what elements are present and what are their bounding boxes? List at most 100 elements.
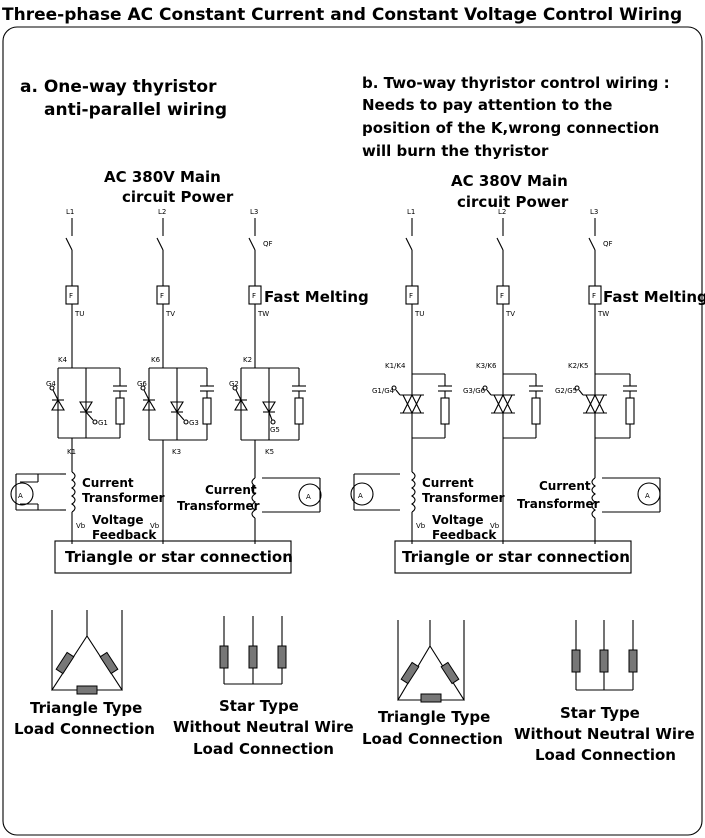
resistor <box>277 645 287 669</box>
star-load-label-2: Without Neutral Wire <box>173 718 354 736</box>
panel-b: b. Two-way thyristor control wiring : Ne… <box>350 74 705 574</box>
panel-b-power-label: AC 380V Main <box>451 172 568 190</box>
panel-a-heading: a. One-way thyristor <box>20 77 217 97</box>
outer-border <box>2 26 703 836</box>
star-load-label-2: Without Neutral Wire <box>514 725 695 743</box>
panel-a-heading-2: anti-parallel wiring <box>44 100 227 120</box>
current-transformer-label-2: Transformer <box>82 491 165 505</box>
resistor <box>571 649 581 673</box>
resistor <box>400 661 420 685</box>
phase-label: L1 <box>66 208 74 216</box>
gate-label: G2 <box>229 380 239 388</box>
switch-label: QF <box>263 240 273 248</box>
gate-label: G1/G4 <box>372 387 395 395</box>
gate-label: G6 <box>137 380 147 388</box>
star-load-b: Star Type Without Neutral Wire Load Conn… <box>514 620 695 764</box>
panel-a-phase-3: L3 QF F TW K2 G2 <box>229 208 322 544</box>
thyristor-right <box>262 401 276 414</box>
current-transformer-label: Current <box>82 476 134 490</box>
top-k-label: K2/K5 <box>568 362 588 370</box>
panel-b-phase-2: L2 F TV K3/K6 G3/G6 Vb <box>463 208 543 544</box>
top-k-label: K3/K6 <box>476 362 497 370</box>
triangle-load-label-2: Load Connection <box>362 730 503 748</box>
panel-b-heading-2: Needs to pay attention to the <box>362 96 612 114</box>
connection-box <box>394 540 632 574</box>
phase-label: L2 <box>498 208 506 216</box>
fuse-label: F <box>592 292 596 300</box>
fuse-label: F <box>500 292 504 300</box>
fuse-label: F <box>69 292 73 300</box>
panel-b-phase-3: L3 QF F TW K2/K5 G2/G5 <box>555 208 661 544</box>
fuse-output-label: TU <box>414 310 424 318</box>
panel-b-heading-4: will burn the thyristor <box>362 142 549 160</box>
bottom-k-label: K5 <box>265 448 274 456</box>
resistor <box>99 651 119 675</box>
panel-a-power-label: AC 380V Main <box>104 168 221 186</box>
panel-a: a. One-way thyristor anti-parallel wirin… <box>10 77 369 574</box>
panel-a-power-label-2: circuit Power <box>122 188 234 206</box>
panel-b-phase-1: L1 F TU K1/K4 G1/G4 <box>350 208 452 544</box>
top-k-label: K4 <box>58 356 68 364</box>
triangle-load-label-2: Load Connection <box>14 720 155 738</box>
fuse-output-label: TW <box>257 310 269 318</box>
resistor <box>628 649 638 673</box>
ammeter-label: A <box>645 492 650 500</box>
bottom-k-label: K1 <box>67 448 76 456</box>
resistor <box>440 661 460 685</box>
current-transformer-label-2: Transformer <box>422 491 505 505</box>
thyristor-right <box>170 401 184 414</box>
gate-label: G4 <box>46 380 56 388</box>
thyristor-left <box>51 398 65 411</box>
triangle-load-a: Triangle Type Load Connection <box>14 610 155 738</box>
panel-b-fast-melting-label: Fast Melting <box>603 288 705 306</box>
gate-label: G3/G6 <box>463 387 486 395</box>
fuse-output-label: TV <box>505 310 515 318</box>
current-transformer-label-2: Transformer <box>517 497 600 511</box>
current-transformer-coil <box>71 471 76 513</box>
star-load-label: Star Type <box>560 704 640 722</box>
page-title: Three-phase AC Constant Current and Cons… <box>2 5 682 25</box>
current-transformer-coil <box>411 471 416 513</box>
connection-box <box>54 540 292 574</box>
star-load-label-3: Load Connection <box>535 746 676 764</box>
voltage-feedback-label-2: Feedback <box>92 528 157 542</box>
fuse-output-label: TV <box>165 310 175 318</box>
current-transformer-label: Current <box>422 476 474 490</box>
thyristor-left <box>234 398 248 411</box>
fuse-label: F <box>252 292 256 300</box>
vb-label: Vb <box>76 522 86 530</box>
gate-label: G1 <box>98 419 108 427</box>
ammeter-label: A <box>18 492 23 500</box>
voltage-feedback-label: Voltage <box>92 513 144 527</box>
current-transformer-coil <box>591 477 596 519</box>
bottom-k-label: K3 <box>172 448 181 456</box>
top-k-label: K2 <box>243 356 252 364</box>
current-transformer-label: Current <box>205 483 257 497</box>
star-load-label: Star Type <box>219 697 299 715</box>
star-load-label-3: Load Connection <box>193 740 334 758</box>
vb-label: Vb <box>416 522 426 530</box>
ammeter-icon <box>350 482 374 506</box>
voltage-feedback-label: Voltage <box>432 513 484 527</box>
vb-label: Vb <box>490 522 500 530</box>
fuse-label: F <box>409 292 413 300</box>
top-k-label: K1/K4 <box>385 362 406 370</box>
ammeter-label: A <box>358 492 363 500</box>
phase-label: L3 <box>250 208 258 216</box>
current-transformer-label-2: Transformer <box>177 499 260 513</box>
star-load-a: Star Type Without Neutral Wire Load Conn… <box>173 616 354 758</box>
ammeter-label: A <box>306 493 311 501</box>
panel-a-phase-2: L2 F TV K6 G6 <box>137 208 214 544</box>
gate-label: G2/G5 <box>555 387 577 395</box>
resistor <box>248 645 258 669</box>
panel-a-fast-melting-label: Fast Melting <box>264 288 369 306</box>
resistor <box>420 693 442 703</box>
ammeter-icon <box>10 482 34 506</box>
vb-label: Vb <box>150 522 160 530</box>
ammeter-icon <box>637 482 661 506</box>
panel-b-power-label-2: circuit Power <box>457 193 569 211</box>
resistor <box>599 649 609 673</box>
phase-label: L2 <box>158 208 166 216</box>
connection-box-label: Triangle or star connection <box>402 548 630 566</box>
